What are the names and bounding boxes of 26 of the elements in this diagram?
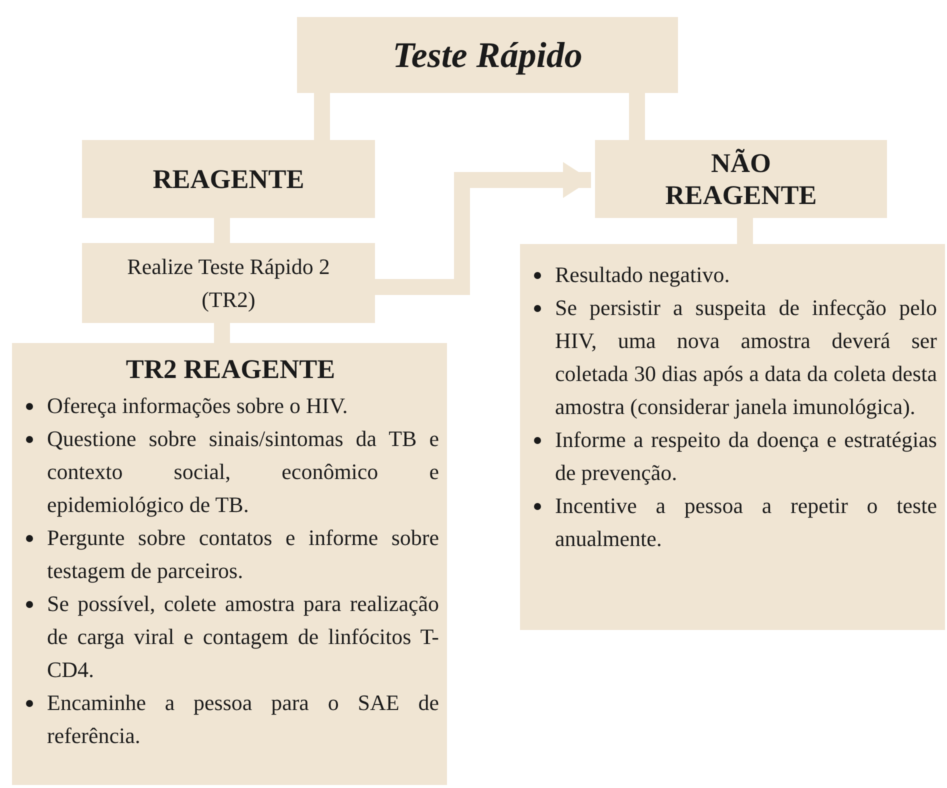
heading-text: REAGENTE: [152, 162, 304, 196]
arrow: [375, 162, 591, 295]
bullet-item: Incentive a pessoa a repetir o teste anualmente.: [555, 492, 937, 553]
bullet-item: Se persistir a suspeita de infecção pelo HIV, uma nova amostra deverá ser coletada 30 dias após a data da coleta desta amostra (considerar janela imunológica).: [555, 294, 937, 421]
title-box: [297, 17, 678, 93]
bullet-item: Se possível, colete amostra para realização de carga viral e contagem de linfócitos T-CD4.: [47, 590, 439, 684]
heading-text: NÃO REAGENTE: [664, 146, 818, 212]
connector: [314, 93, 330, 140]
connector: [214, 218, 230, 243]
connector: [737, 218, 753, 244]
title-text: Teste Rápido: [392, 34, 582, 76]
result-box: [595, 140, 887, 218]
step-box: [82, 243, 375, 323]
bullet-item: Ofereça informações sobre o HIV.: [47, 392, 349, 420]
bullet-item: Informe a respeito da doença e estratégias de prevenção.: [555, 426, 937, 487]
connector: [214, 323, 230, 343]
bullet-item: Encaminhe a pessoa para o SAE de referência.: [47, 689, 439, 750]
connector: [629, 93, 645, 140]
bullet-item: Questione sobre sinais/sintomas da TB e contexto social, econômico e epidemiológico de TB.: [47, 425, 439, 520]
step-text: Realize Teste Rápido 2 (TR2): [126, 253, 331, 314]
result-box: [82, 140, 375, 218]
bullet-item: Resultado negativo.: [555, 261, 731, 289]
info-panel: [520, 244, 945, 630]
bullet-item: Pergunte sobre contatos e informe sobre testagem de parceiros.: [47, 524, 439, 586]
heading-text: TR2 REAGENTE: [124, 353, 336, 386]
info-panel: [12, 343, 447, 785]
